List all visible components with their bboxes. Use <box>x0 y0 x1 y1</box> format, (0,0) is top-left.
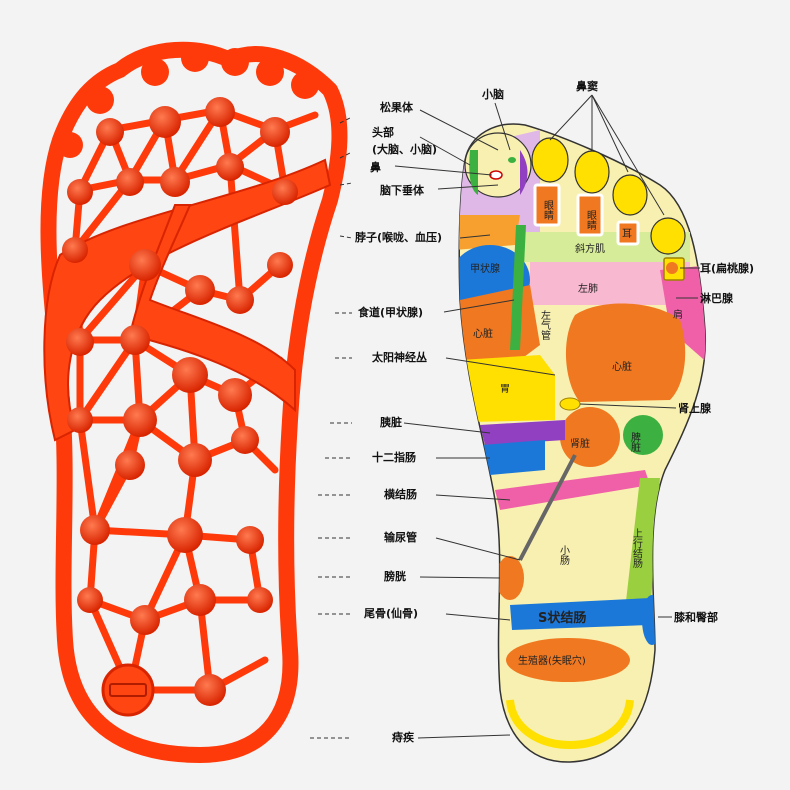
zone-genitals <box>506 638 630 682</box>
sandal-strap <box>43 158 332 442</box>
label-shoulder: 肩 <box>673 308 683 321</box>
callout-transverse-colon: 横结肠 <box>384 488 417 501</box>
callout-pineal: 松果体 <box>380 101 413 114</box>
toe-bumps <box>57 44 319 158</box>
label-small-intestine: 小肠 <box>558 545 570 566</box>
zone-ascending-colon <box>625 478 660 615</box>
zone-ear <box>616 220 640 246</box>
label-sigmoid-colon: S状结肠 <box>538 610 586 626</box>
zone-esophagus <box>510 225 526 350</box>
zone-eye-1 <box>533 183 561 227</box>
label-spleen: 脾脏 <box>629 431 641 453</box>
callout-adrenal: 肾上腺 <box>678 402 711 415</box>
toe-2 <box>531 137 569 183</box>
zone-heart <box>565 303 686 402</box>
zone-bladder <box>496 556 524 600</box>
label-stomach: 胃 <box>500 383 510 395</box>
label-thyroid: 甲状腺 <box>470 262 500 275</box>
zone-kidney <box>560 407 620 467</box>
toe-4 <box>612 174 648 216</box>
zone-eye-2 <box>576 193 604 237</box>
callout-head: 头部 <box>372 126 394 139</box>
toe-3 <box>574 150 610 194</box>
callout-pituitary: 脑下垂体 <box>380 184 424 197</box>
callout-cerebellum: 小脑 <box>482 88 504 101</box>
zone-spleen <box>623 415 663 455</box>
label-ascending-colon: 上行结肠 <box>631 528 643 569</box>
callout-head-sub: (大脑、小脑) <box>372 143 438 156</box>
zone-trapezius <box>520 232 690 262</box>
callout-coccyx: 尾骨(仙骨) <box>364 607 419 620</box>
heel-logo <box>101 663 155 717</box>
callout-solar-plexus: 太阳神经丛 <box>372 351 427 364</box>
label-eye-1: 眼睛 <box>542 200 554 220</box>
label-trapezius: 斜方肌 <box>575 242 605 255</box>
zone-shoulder <box>660 265 706 365</box>
callout-bladder: 膀胱 <box>384 570 406 583</box>
label-heart: 心脏 <box>612 360 632 373</box>
callout-ureter: 输尿管 <box>384 531 417 544</box>
sandal-strap-diagonal <box>128 204 296 413</box>
toes <box>464 132 686 281</box>
label-kidney: 肾脏 <box>570 437 590 450</box>
sandal-lattice <box>70 100 319 694</box>
label-genitals: 生殖器(失眠穴) <box>518 654 586 667</box>
callout-ear-tonsil: 耳(扁桃腺) <box>700 262 755 275</box>
callout-hemorrhoids: 痔疾 <box>392 731 414 744</box>
zone-transverse-colon <box>495 470 650 510</box>
toe-5 <box>650 217 686 255</box>
callout-lymph: 淋巴腺 <box>700 292 733 305</box>
callout-sinus: 鼻窦 <box>576 80 598 93</box>
zone-sigmoid-colon <box>510 598 650 630</box>
label-left-lung: 左肺 <box>578 282 598 295</box>
label-left-trachea: 左气管 <box>539 309 551 341</box>
callout-knee-hip: 膝和臀部 <box>674 611 718 624</box>
callout-nose: 鼻 <box>370 161 381 174</box>
label-eye-2: 眼睛 <box>585 210 597 230</box>
zone-duodenum <box>482 440 545 475</box>
callout-duodenum: 十二指肠 <box>372 451 416 464</box>
zone-neck <box>459 215 520 250</box>
massage-nubs <box>62 97 298 706</box>
callout-esophagus: 食道(甲状腺) <box>358 306 424 319</box>
label-heart-small: 心脏 <box>473 327 493 340</box>
zone-hemorrhoids <box>506 699 634 749</box>
callout-neck: 脖子(喉咙、血压) <box>355 231 443 244</box>
big-toe <box>464 132 532 198</box>
zone-left-lung <box>530 262 690 305</box>
ureter-line <box>518 454 577 561</box>
callout-pancreas: 胰脏 <box>380 416 402 429</box>
zone-pancreas <box>480 420 565 445</box>
label-ear: 耳 <box>622 228 632 240</box>
